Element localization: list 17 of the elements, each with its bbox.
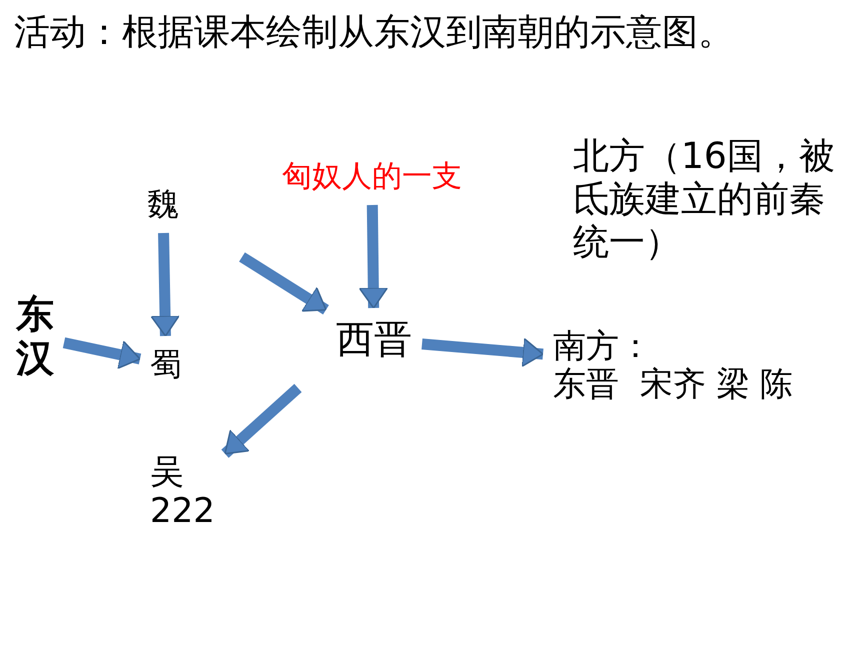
slide-title: 活动：根据课本绘制从东汉到南朝的示意图。 [14,11,734,55]
block-arrow [150,232,180,337]
node-label: 东汉 [16,293,54,380]
block-arrow [422,338,544,368]
node-label: 匈奴人的一支 [282,160,462,194]
node-label: 吴 [150,453,185,492]
block-arrow [239,252,329,314]
node-label: 222 [150,492,215,532]
note-text: 北方（16国，被氐族建立的前秦统一） [573,135,836,265]
node-label: 南方： [553,327,653,365]
block-arrow [221,384,302,458]
node-label: 蜀 [150,346,182,383]
block-arrow [358,204,388,309]
node-label: 东晋 宋齐 梁 陈 [553,364,793,403]
block-arrow [62,337,142,370]
node-label: 西晋 [336,318,412,362]
node-label: 魏 [147,186,179,223]
